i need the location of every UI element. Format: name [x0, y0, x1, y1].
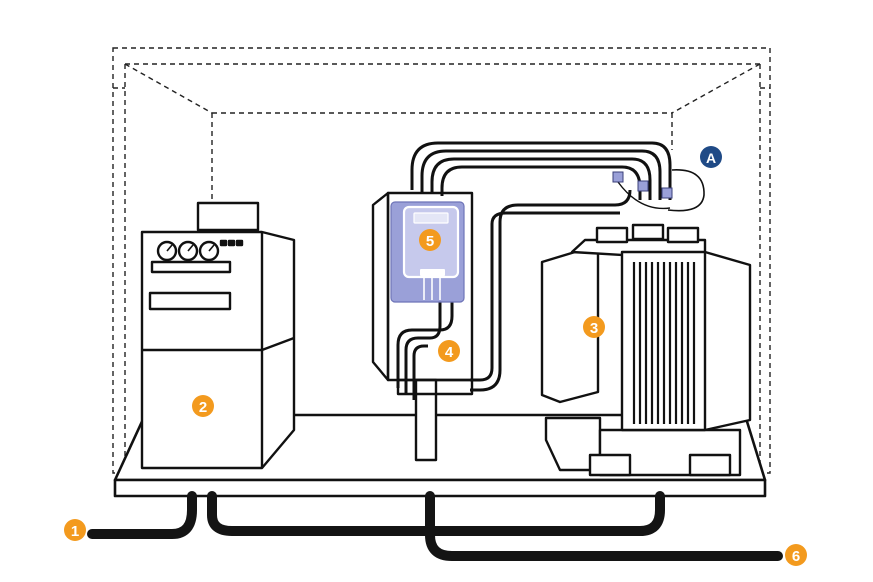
svg-text:A: A	[706, 150, 716, 166]
dashed-enclosure	[112, 47, 771, 474]
switchgear-cabinet	[140, 201, 296, 470]
marker-4: 4	[438, 340, 460, 362]
marker-a: A	[700, 146, 722, 168]
marker-3: 3	[583, 316, 605, 338]
transformer	[540, 223, 752, 477]
svg-text:5: 5	[426, 233, 434, 250]
underground-cables	[87, 491, 783, 561]
svg-text:3: 3	[590, 320, 598, 337]
svg-text:6: 6	[792, 548, 800, 565]
current-transformers	[612, 169, 705, 212]
transformer-radiator-fins	[632, 262, 696, 424]
marker-6: 6	[785, 544, 807, 566]
distribution-board	[371, 191, 474, 462]
svg-text:1: 1	[71, 523, 79, 540]
svg-text:2: 2	[199, 399, 207, 416]
marker-1: 1	[64, 519, 86, 541]
svg-text:4: 4	[445, 344, 454, 361]
marker-5: 5	[419, 229, 441, 251]
marker-2: 2	[192, 395, 214, 417]
energy-meter	[390, 201, 465, 303]
cable-bundle	[396, 141, 672, 400]
